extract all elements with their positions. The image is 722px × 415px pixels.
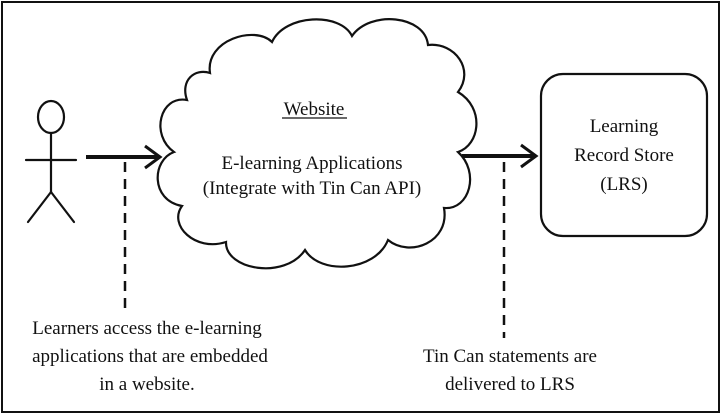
learner-caption-line-1: Learners access the e-learning [32,318,262,339]
lrs-line-3: (LRS) [600,174,648,195]
arrow-website-to-lrs [462,143,539,169]
website-line-1: E-learning Applications [222,153,403,174]
learner-head [36,99,66,135]
learner-left-leg [26,190,53,224]
statement-caption-line-2: delivered to LRS [445,374,575,395]
learner-stick-figure [24,99,78,224]
statement-caption-line-1: Tin Can statements are [423,346,597,367]
website-line-2: (Integrate with Tin Can API) [203,178,422,199]
website-cloud [156,18,478,270]
arrow-learner-to-website [86,144,163,170]
lrs-line-2: Record Store [574,145,674,166]
lrs-box [539,72,709,238]
learner-right-leg [49,190,76,224]
lrs-line-1: Learning [590,116,659,137]
learner-caption-line-3: in a website. [99,374,195,395]
learner-caption-line-2: applications that are embedded [32,346,268,367]
website-title: Website [284,99,345,120]
